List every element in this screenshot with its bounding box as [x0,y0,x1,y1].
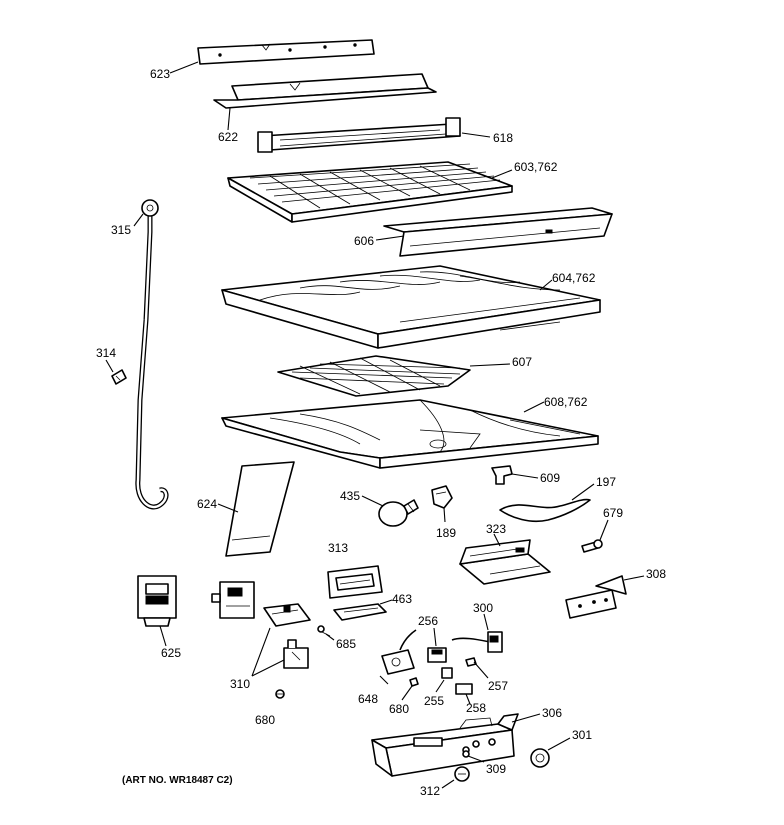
callout-256: 256 [418,614,438,628]
callout-197: 197 [596,475,616,489]
part-197-clip [499,498,591,523]
art-number: (ART NO. WR18487 C2) [122,775,233,786]
callout-301: 301 [572,728,592,742]
callout-623: 623 [150,67,170,81]
part-463-lens [333,603,387,621]
callout-310: 310 [230,677,250,691]
callout-435: 435 [340,489,360,503]
part-315-drain-tube [135,199,169,510]
callout-625: 625 [161,646,181,660]
part-301-knob [530,748,550,768]
callout-680b: 680 [255,713,275,727]
callout-258: 258 [466,701,486,715]
callout-606: 606 [354,234,374,248]
part-314-clip [111,369,127,385]
part-313-light-shield [327,565,383,599]
callout-189: 189 [436,526,456,540]
callout-315: 315 [111,223,131,237]
callout-306: 306 [542,706,562,720]
part-624-duct [225,461,295,557]
callout-308: 308 [646,567,666,581]
part-256-switch [427,647,447,663]
callout-255: 255 [424,694,444,708]
callout-603: 603,762 [514,160,558,174]
callout-314: 314 [96,346,116,360]
part-189-socket [431,485,453,509]
callout-604: 604,762 [552,271,596,285]
part-679-screw [581,539,603,553]
part-618-rail [257,117,461,153]
callout-609: 609 [540,471,560,485]
part-308-bracket [565,575,627,619]
callout-622: 622 [218,130,238,144]
callout-323: 323 [486,522,506,536]
part-608-lower-pan [221,399,599,469]
part-625-thermostat-housing [137,575,177,627]
callout-608: 608,762 [544,395,588,409]
part-604-pan [221,265,601,349]
part-323-housing [459,539,551,585]
callout-463: 463 [392,592,412,606]
part-622-cover [213,73,437,109]
part-680-screw-left [275,689,285,699]
callout-257: 257 [488,679,508,693]
part-435-light-bulb [378,499,419,527]
part-300-harness [451,631,503,653]
part-603-wire-shelf [227,161,513,223]
callout-680a: 680 [389,702,409,716]
part-255-clip [441,667,453,679]
callout-313: 313 [328,541,348,555]
part-258-cover [455,683,473,695]
part-312-screw [454,766,470,782]
part-609-bracket [491,465,513,485]
callout-300: 300 [473,601,493,615]
part-309-fastener [462,750,470,758]
part-624-control [211,581,255,619]
callout-312: 312 [420,784,440,798]
part-306-control-box [371,713,519,777]
part-685-screw [317,625,331,637]
part-607-filter [277,355,471,397]
callout-607: 607 [512,355,532,369]
part-606-channel [383,207,613,257]
callout-624: 624 [197,497,217,511]
part-680-screw [409,677,419,687]
part-310-switch [263,603,311,669]
callout-648: 648 [358,692,378,706]
callout-309: 309 [486,762,506,776]
callout-685: 685 [336,637,356,651]
part-623-trim-strip [197,39,375,65]
callout-679: 679 [603,506,623,520]
part-648-motor [381,629,417,675]
callout-618: 618 [493,131,513,145]
